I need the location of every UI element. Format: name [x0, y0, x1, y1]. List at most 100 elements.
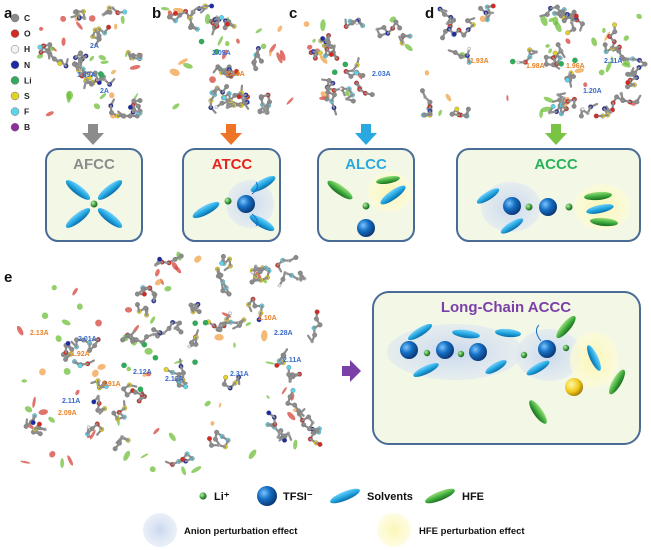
isosurface-patch [75, 389, 80, 396]
isosurface-patch [605, 61, 612, 73]
distance-label: 1.89A [77, 72, 96, 79]
solvent-molecule [586, 204, 614, 214]
atom [132, 389, 138, 395]
legend-tfsi-label: TFSI⁻ [283, 491, 313, 503]
li-atom [572, 57, 578, 64]
element-legend-label: F [24, 107, 29, 117]
isosurface-patch [248, 449, 257, 459]
li-ion [224, 197, 232, 205]
distance-label: 2.12A [165, 376, 184, 383]
atom [183, 384, 189, 390]
legend-solvents-symbol [330, 488, 360, 504]
atom [111, 410, 117, 416]
li-atom [342, 61, 349, 68]
atom [236, 94, 242, 100]
solvent-molecule [485, 360, 507, 374]
isosurface-patch [66, 90, 74, 100]
arrow-d [545, 124, 567, 145]
atom [73, 9, 78, 15]
li-atom [192, 359, 198, 365]
isosurface-patch [277, 25, 283, 32]
solvent-molecule [97, 180, 123, 200]
distance-label: 1.96A [566, 63, 585, 70]
isosurface-patch [39, 26, 44, 31]
atom [550, 104, 556, 109]
solvent-molecule [407, 323, 433, 341]
isosurface-patch [276, 52, 283, 64]
isosurface-patch [404, 43, 413, 52]
isosurface-patch [265, 361, 276, 365]
distance-labels-a: 2A 1.89A 2A [77, 43, 109, 95]
molecular-structure-a [36, 5, 143, 119]
isosurface-patch [225, 41, 230, 47]
arrow-c [355, 124, 377, 145]
atom [106, 24, 112, 30]
atom [602, 42, 608, 48]
distance-label: 2.31A [230, 371, 249, 378]
distance-label: 2A [100, 88, 109, 95]
li-atom [121, 362, 127, 369]
atom [397, 25, 403, 31]
isosurface-patch [565, 38, 571, 44]
isosurface-patch [221, 49, 228, 60]
element-legend-label: B [24, 122, 30, 132]
schematic-box-atcc: ATCC [182, 148, 281, 242]
distance-label: 1.92A [71, 351, 90, 358]
isosurface-patch [245, 322, 252, 326]
isosurface-patch [286, 97, 294, 105]
atom [339, 86, 343, 91]
panel-letter-a: a [4, 5, 13, 22]
isosurface-patch [91, 369, 99, 378]
li-atom [98, 72, 105, 78]
bottom-legend: Li⁺ TFSI⁻ Solvents HFE Anion perturbatio… [143, 486, 525, 547]
solvent-molecule [476, 188, 500, 204]
isosurface-patch [144, 347, 153, 355]
isosurface-patch [24, 406, 33, 413]
isosurface-patch [61, 37, 66, 46]
solvent-molecule [587, 345, 601, 371]
hfe-molecule [376, 175, 400, 185]
distance-label: 2.11A [283, 357, 301, 364]
isosurface-patch [76, 303, 83, 310]
distance-labels-e: 2.13A 2.01A 1.92A 2.12A 2.12A 1.91A 2.31… [30, 315, 301, 417]
tfsi-anion [469, 343, 487, 361]
distance-label: 2.11A [604, 58, 622, 65]
isosurface-patch [160, 7, 170, 11]
arrow-b [220, 124, 242, 145]
isosurface-patch [97, 363, 106, 370]
isosurface-patch [150, 316, 156, 324]
distance-label: 2.03A [372, 71, 391, 78]
isosurface-patch [60, 15, 67, 22]
solvent-molecule [526, 360, 550, 376]
atom [293, 255, 299, 260]
solvent-molecule [452, 329, 480, 339]
legend-hfe-effect-label: HFE perturbation effect [419, 526, 525, 537]
solvent-molecule [249, 214, 275, 232]
element-legend-label: N [24, 60, 30, 70]
atom [112, 446, 118, 452]
atom [427, 111, 433, 116]
panel-letter-d: d [425, 5, 434, 22]
isosurface-patch [63, 368, 71, 375]
atom [103, 383, 109, 389]
atom [180, 456, 186, 462]
isosurface-patch [20, 460, 31, 464]
isosurface-patch [39, 368, 46, 376]
isosurface-patch [149, 466, 156, 473]
element-legend-dot [10, 76, 20, 85]
atom [440, 35, 445, 41]
isosurface-patch [49, 450, 56, 458]
isosurface-patch [155, 279, 162, 286]
atom [516, 60, 521, 65]
isosurface-patch [181, 466, 186, 476]
isosurface-patch [312, 38, 316, 43]
isosurface-patch [174, 360, 184, 364]
atom [467, 46, 471, 51]
isosurface-patch [269, 43, 277, 54]
atom [209, 3, 215, 9]
isosurface-patch [191, 466, 202, 473]
atom [400, 33, 406, 38]
arrow-a [82, 124, 104, 145]
solvent-molecule [65, 180, 91, 200]
